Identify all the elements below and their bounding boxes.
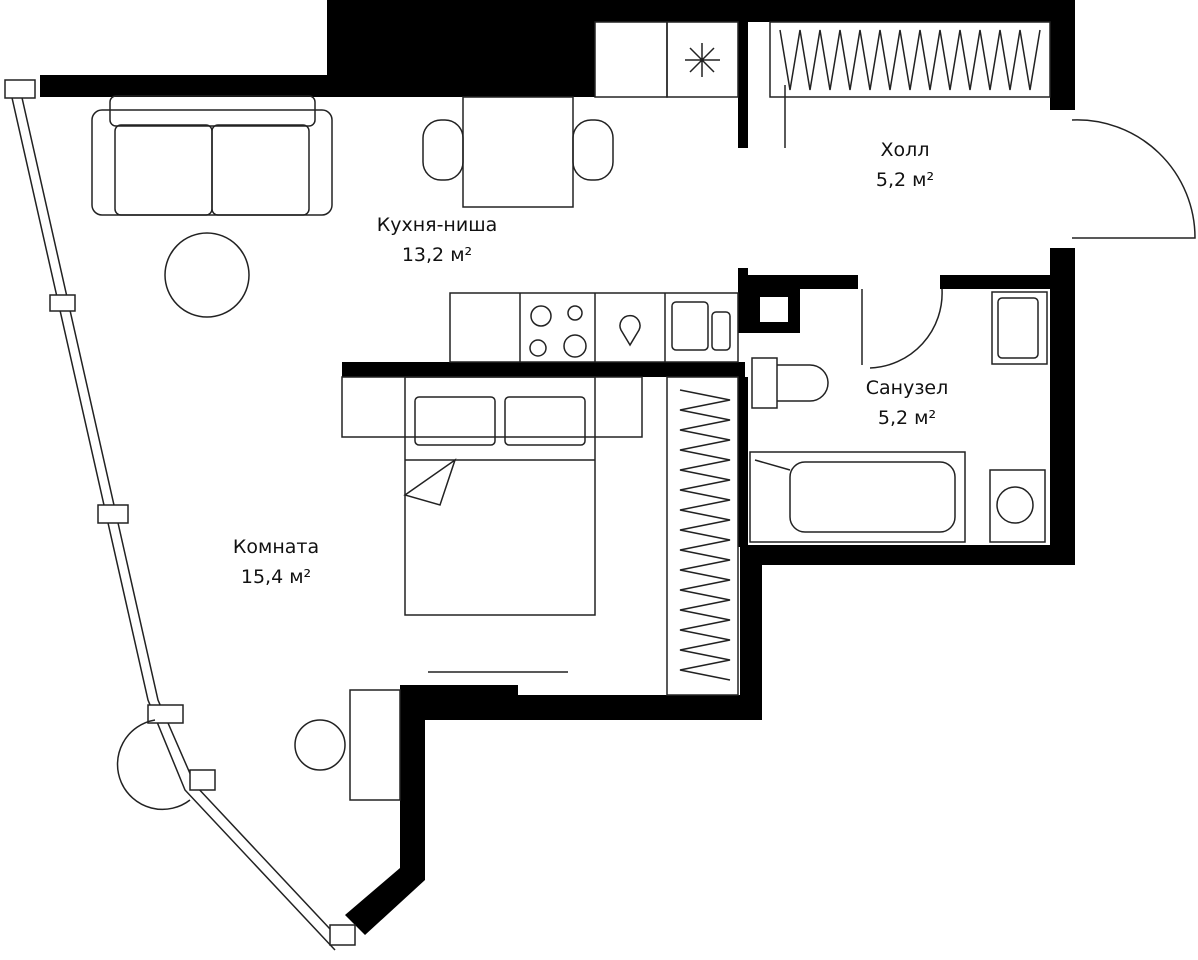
wall bbox=[1050, 0, 1075, 110]
wall bbox=[400, 685, 518, 697]
room-area: 5,2 м² bbox=[877, 407, 937, 429]
room-area: 5,2 м² bbox=[875, 169, 935, 191]
wall bbox=[740, 545, 1075, 565]
wall bbox=[738, 377, 748, 547]
wall bbox=[748, 289, 800, 333]
room-name: Санузел bbox=[865, 377, 949, 399]
wall bbox=[748, 275, 858, 289]
room-name: Комната bbox=[232, 536, 320, 558]
wall bbox=[738, 22, 748, 148]
wall bbox=[738, 268, 748, 333]
room-label-kitchen: Кухня-ниша 13,2 м² bbox=[377, 210, 498, 270]
room-name: Холл bbox=[880, 139, 930, 161]
wall bbox=[345, 685, 425, 935]
room-label-hall: Холл 5,2 м² bbox=[876, 135, 934, 195]
room-label-room: Комната 15,4 м² bbox=[233, 532, 319, 592]
wall bbox=[327, 0, 595, 97]
room-area: 15,4 м² bbox=[240, 566, 312, 588]
room-label-bathroom: Санузел 5,2 м² bbox=[866, 373, 949, 433]
wall bbox=[40, 75, 330, 97]
room-area: 13,2 м² bbox=[401, 244, 473, 266]
wall bbox=[1050, 248, 1075, 565]
wall bbox=[342, 362, 745, 377]
wall bbox=[595, 0, 1075, 22]
window bbox=[17, 79, 346, 946]
fixtures bbox=[4, 21, 1196, 951]
wall bbox=[400, 695, 762, 720]
wall bbox=[940, 275, 1050, 289]
room-name: Кухня-ниша bbox=[376, 214, 498, 236]
wall bbox=[740, 545, 762, 720]
window bbox=[7, 79, 336, 951]
walls bbox=[40, 0, 1075, 935]
